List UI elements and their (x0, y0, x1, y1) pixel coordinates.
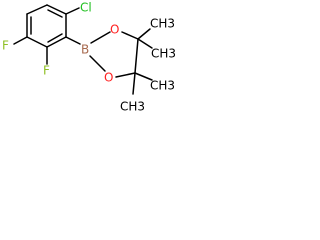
bond-methyl-3 (134, 72, 153, 81)
atom-label-oxygen-top: O (110, 23, 119, 37)
atom-label-chlorine: Cl (80, 1, 92, 15)
atom-label-methyl-3: CH3 (150, 79, 175, 93)
bond-c2-cl (65, 7, 80, 15)
methyl-bonds (132, 28, 153, 95)
atom-label-boron: B (81, 43, 89, 57)
molecule-structure: Cl F F B O O CH3 CH3 CH3 CH3 (2, 1, 176, 114)
bond-b-o-bottom (89, 55, 106, 72)
bond-b-o-top (90, 31, 111, 44)
bond-c3-b (65, 36, 81, 45)
bond-methyl-2 (137, 38, 153, 49)
double-bond-c3-c4 (47, 33, 63, 43)
bond-c6-c1 (26, 4, 48, 15)
atom-label-methyl-4: CH3 (120, 100, 145, 114)
benzene-ring (26, 4, 67, 48)
bond-c5-f (13, 36, 28, 45)
substituent-bonds (13, 7, 81, 65)
bond-c3-c4 (46, 36, 67, 48)
atom-label-methyl-1: CH3 (150, 17, 175, 31)
bond-c4-c5 (26, 36, 48, 48)
atom-label-oxygen-bottom: O (104, 71, 113, 85)
atom-label-methyl-2: CH3 (151, 47, 176, 61)
atom-label-fluorine-left: F (2, 39, 9, 53)
bond-c1-c2 (46, 4, 67, 15)
bond-o-top-c (121, 31, 139, 40)
dioxaborolane-ring (89, 31, 139, 78)
bond-c-c (134, 38, 139, 74)
bond-methyl-1 (137, 28, 151, 40)
double-bond-c1-c2 (47, 9, 63, 18)
bond-o-bottom-c (115, 72, 136, 78)
bond-methyl-4 (132, 72, 136, 95)
atom-label-fluorine-bottom: F (43, 64, 50, 78)
